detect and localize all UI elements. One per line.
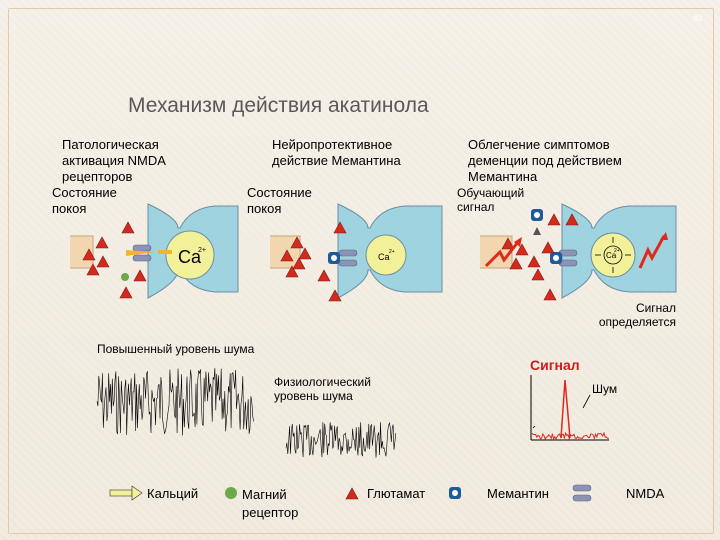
svg-text:2+: 2+ — [198, 247, 206, 254]
panel1-glutamate-icon — [134, 270, 146, 281]
panel1-glutamate-icon — [120, 287, 132, 298]
panel2-glutamate-icon — [299, 248, 311, 259]
panel1-glutamate-icon — [122, 222, 134, 233]
panel2-memantine-icon — [328, 252, 340, 264]
memantine-icon — [449, 487, 461, 499]
panel3-glutamate-icon — [548, 214, 560, 225]
panel1-magnesium-icon — [121, 273, 129, 281]
panel3-glutamate-icon — [544, 289, 556, 300]
panel3-memantine-icon — [531, 209, 543, 221]
panel3-glutamate-icon — [528, 256, 540, 267]
panel3-glutamate-icon — [542, 242, 554, 253]
panel3-neuron: Ca 2+ — [550, 204, 676, 298]
magnesium-icon — [225, 487, 237, 499]
phys-noise-trace — [286, 422, 396, 457]
legend — [110, 485, 591, 501]
panel1-neuron: Ca 2+ — [121, 204, 238, 298]
panel3-glutamate-icon — [532, 269, 544, 280]
signal-plot — [531, 375, 609, 440]
svg-text:2+: 2+ — [614, 248, 620, 254]
panel3-memantine-icon — [550, 252, 562, 264]
panel2-glutamate-icon — [318, 270, 330, 281]
panel3-glutamate-icon — [516, 244, 528, 255]
panel2-neuron: Ca 2+ — [328, 204, 442, 298]
high-noise-trace — [97, 368, 254, 435]
nmda-receptor-icon — [573, 485, 591, 501]
glutamate-icon — [346, 488, 358, 499]
calcium-arrow-icon — [110, 486, 142, 500]
svg-text:2+: 2+ — [389, 249, 395, 255]
panel1-glutamate-icon — [96, 237, 108, 248]
high-noise-line — [97, 368, 254, 435]
signal-peak-icon — [561, 380, 570, 438]
panel2-ca-label: Ca — [378, 252, 390, 262]
phys-noise-line — [286, 422, 396, 457]
panel1-glutamate-icon — [97, 256, 109, 267]
